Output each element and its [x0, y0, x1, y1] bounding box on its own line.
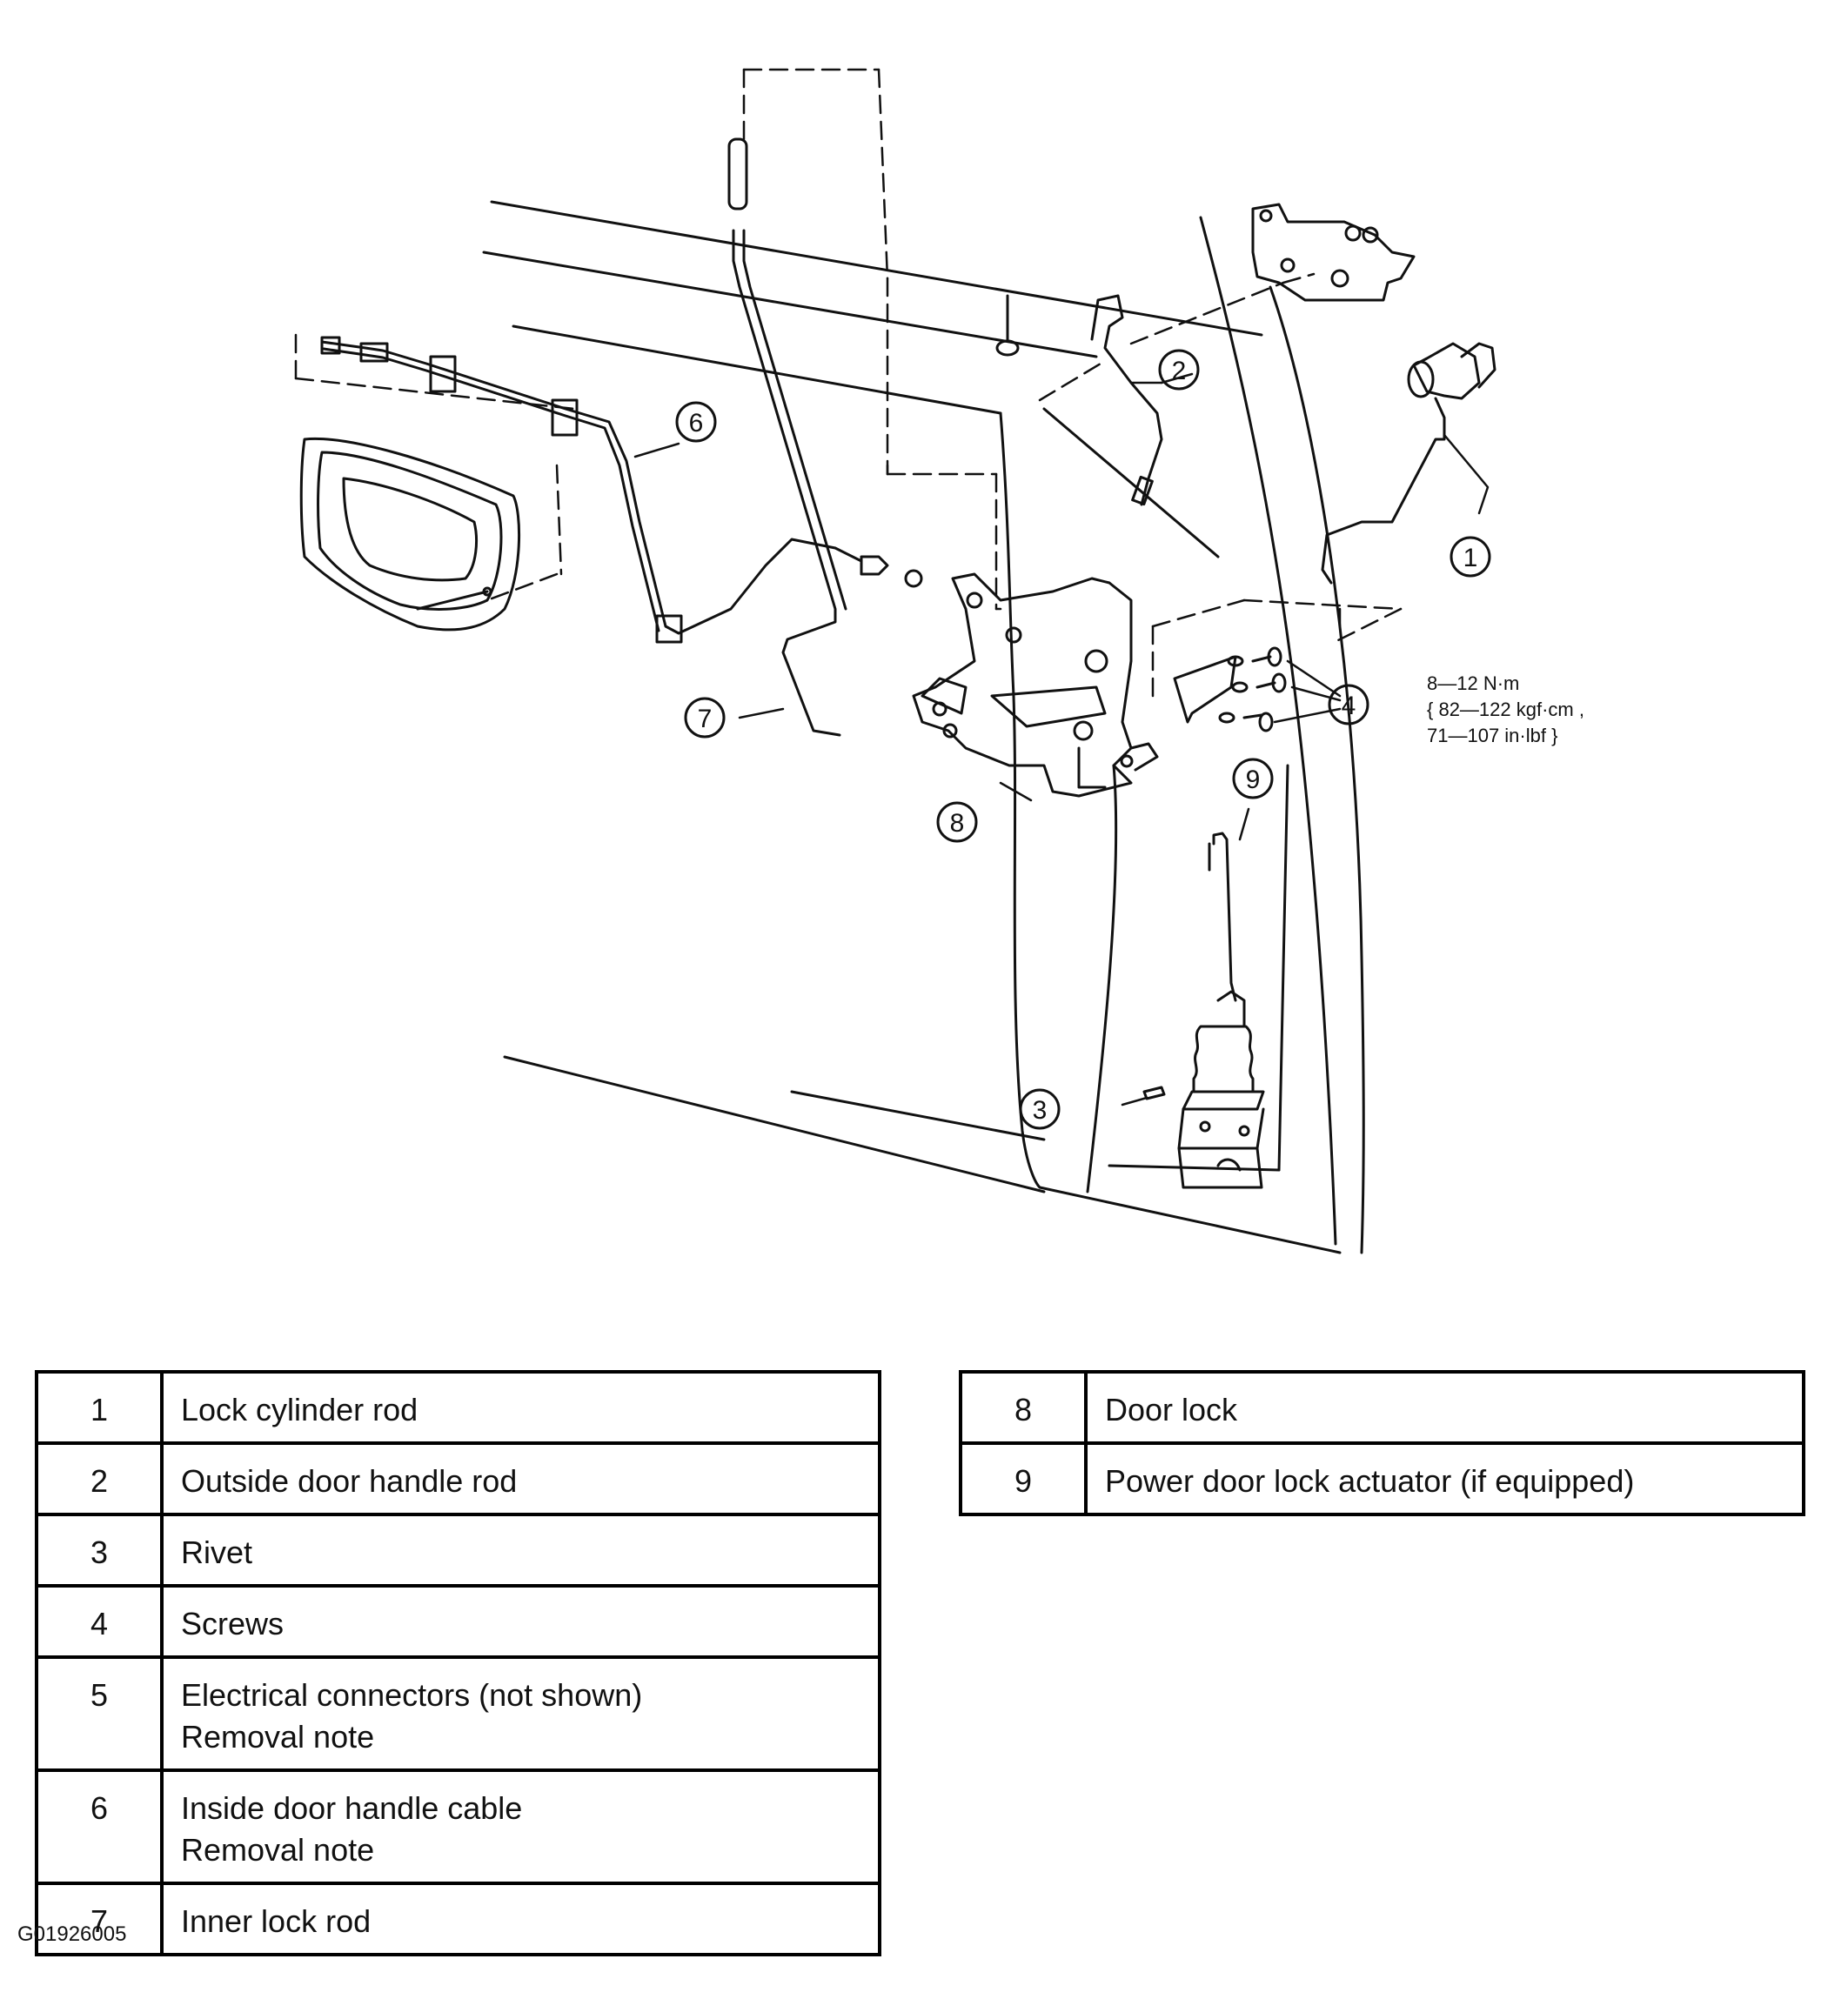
legend-row: 3 Rivet	[35, 1513, 881, 1588]
exploded-door-lock-diagram: 1 2 3 4 6 7 8 9 8—12 N·m { 82—122 kgf·cm…	[294, 68, 1584, 1254]
torque-line-3: 71—107 in·lbf }	[1427, 725, 1557, 746]
callout-1: 1	[1450, 536, 1491, 578]
inner-lock-rod	[727, 137, 847, 737]
legend-row: 1 Lock cylinder rod	[35, 1370, 881, 1445]
callout-6: 6	[675, 401, 717, 443]
callout-2: 2	[1158, 349, 1200, 391]
torque-line-1: 8—12 N·m	[1427, 672, 1519, 694]
svg-text:9: 9	[1246, 766, 1261, 794]
legend-description-cell: Inside door handle cable Removal note	[160, 1768, 881, 1885]
legend-number: 3	[35, 1513, 164, 1588]
legend-number: 9	[959, 1441, 1088, 1516]
svg-text:1: 1	[1463, 544, 1478, 572]
svg-text:6: 6	[689, 409, 704, 438]
legend-row: 4 Screws	[35, 1584, 881, 1659]
legend-number: 7	[35, 1882, 164, 1956]
legend-description: Lock cylinder rod	[160, 1370, 881, 1445]
legend-number: 8	[959, 1370, 1088, 1445]
legend-description-cell: Electrical connectors (not shown) Remova…	[160, 1655, 881, 1772]
legend-number: 1	[35, 1370, 164, 1445]
outside-handle-bracket	[1251, 203, 1416, 302]
inside-door-handle-cable	[320, 336, 923, 644]
door-panel-outline	[482, 200, 1365, 1254]
outside-door-handle-rod	[1090, 294, 1163, 506]
legend-row: 7 Inner lock rod	[35, 1882, 881, 1956]
svg-text:2: 2	[1172, 357, 1187, 385]
callout-3: 3	[1019, 1088, 1061, 1130]
torque-spec: 8—12 N·m { 82—122 kgf·cm , 71—107 in·lbf…	[1427, 672, 1584, 746]
screws	[1173, 646, 1287, 732]
svg-text:4: 4	[1342, 692, 1356, 720]
callout-4: 4	[1328, 684, 1369, 725]
inside-handle-bezel	[299, 437, 521, 632]
callout-leaders	[633, 372, 1490, 1106]
lock-cylinder	[1407, 342, 1496, 400]
legend-description: Rivet	[160, 1513, 881, 1588]
parts-legend-right: 8 Door lock 9 Power door lock actuator (…	[959, 1370, 1805, 1516]
figure-id: G01926005	[17, 1922, 127, 1946]
removal-note: Removal note	[181, 1719, 375, 1755]
rivet	[1142, 1086, 1166, 1100]
legend-row: 6 Inside door handle cable Removal note	[35, 1768, 881, 1885]
legend-number: 6	[35, 1768, 164, 1885]
legend-number: 4	[35, 1584, 164, 1659]
legend-number: 2	[35, 1441, 164, 1516]
legend-description: Door lock	[1084, 1370, 1805, 1445]
legend-description: Inside door handle cable	[181, 1790, 523, 1826]
removal-note: Removal note	[181, 1832, 375, 1868]
legend-description: Inner lock rod	[160, 1882, 881, 1956]
callout-7: 7	[684, 697, 726, 739]
dashed-guide-lines	[294, 68, 1403, 698]
power-door-lock-actuator	[1177, 832, 1265, 1189]
grommet	[995, 294, 1020, 357]
callout-9: 9	[1232, 758, 1274, 799]
legend-number: 5	[35, 1655, 164, 1772]
legend-row: 5 Electrical connectors (not shown) Remo…	[35, 1655, 881, 1772]
parts-legend-left: 1 Lock cylinder rod 2 Outside door handl…	[35, 1370, 881, 1956]
legend-description: Screws	[160, 1584, 881, 1659]
callout-8: 8	[936, 801, 978, 843]
legend-row: 9 Power door lock actuator (if equipped)	[959, 1441, 1805, 1516]
torque-line-2: { 82—122 kgf·cm ,	[1427, 699, 1584, 720]
svg-text:8: 8	[950, 809, 965, 838]
legend-description: Outside door handle rod	[160, 1441, 881, 1516]
legend-row: 8 Door lock	[959, 1370, 1805, 1445]
svg-text:7: 7	[698, 705, 713, 733]
svg-text:3: 3	[1033, 1096, 1048, 1125]
legend-description: Power door lock actuator (if equipped)	[1084, 1441, 1805, 1516]
legend-row: 2 Outside door handle rod	[35, 1441, 881, 1516]
door-lock-assembly	[912, 572, 1159, 798]
lock-cylinder-rod	[1321, 397, 1446, 585]
legend-description: Electrical connectors (not shown)	[181, 1677, 643, 1713]
